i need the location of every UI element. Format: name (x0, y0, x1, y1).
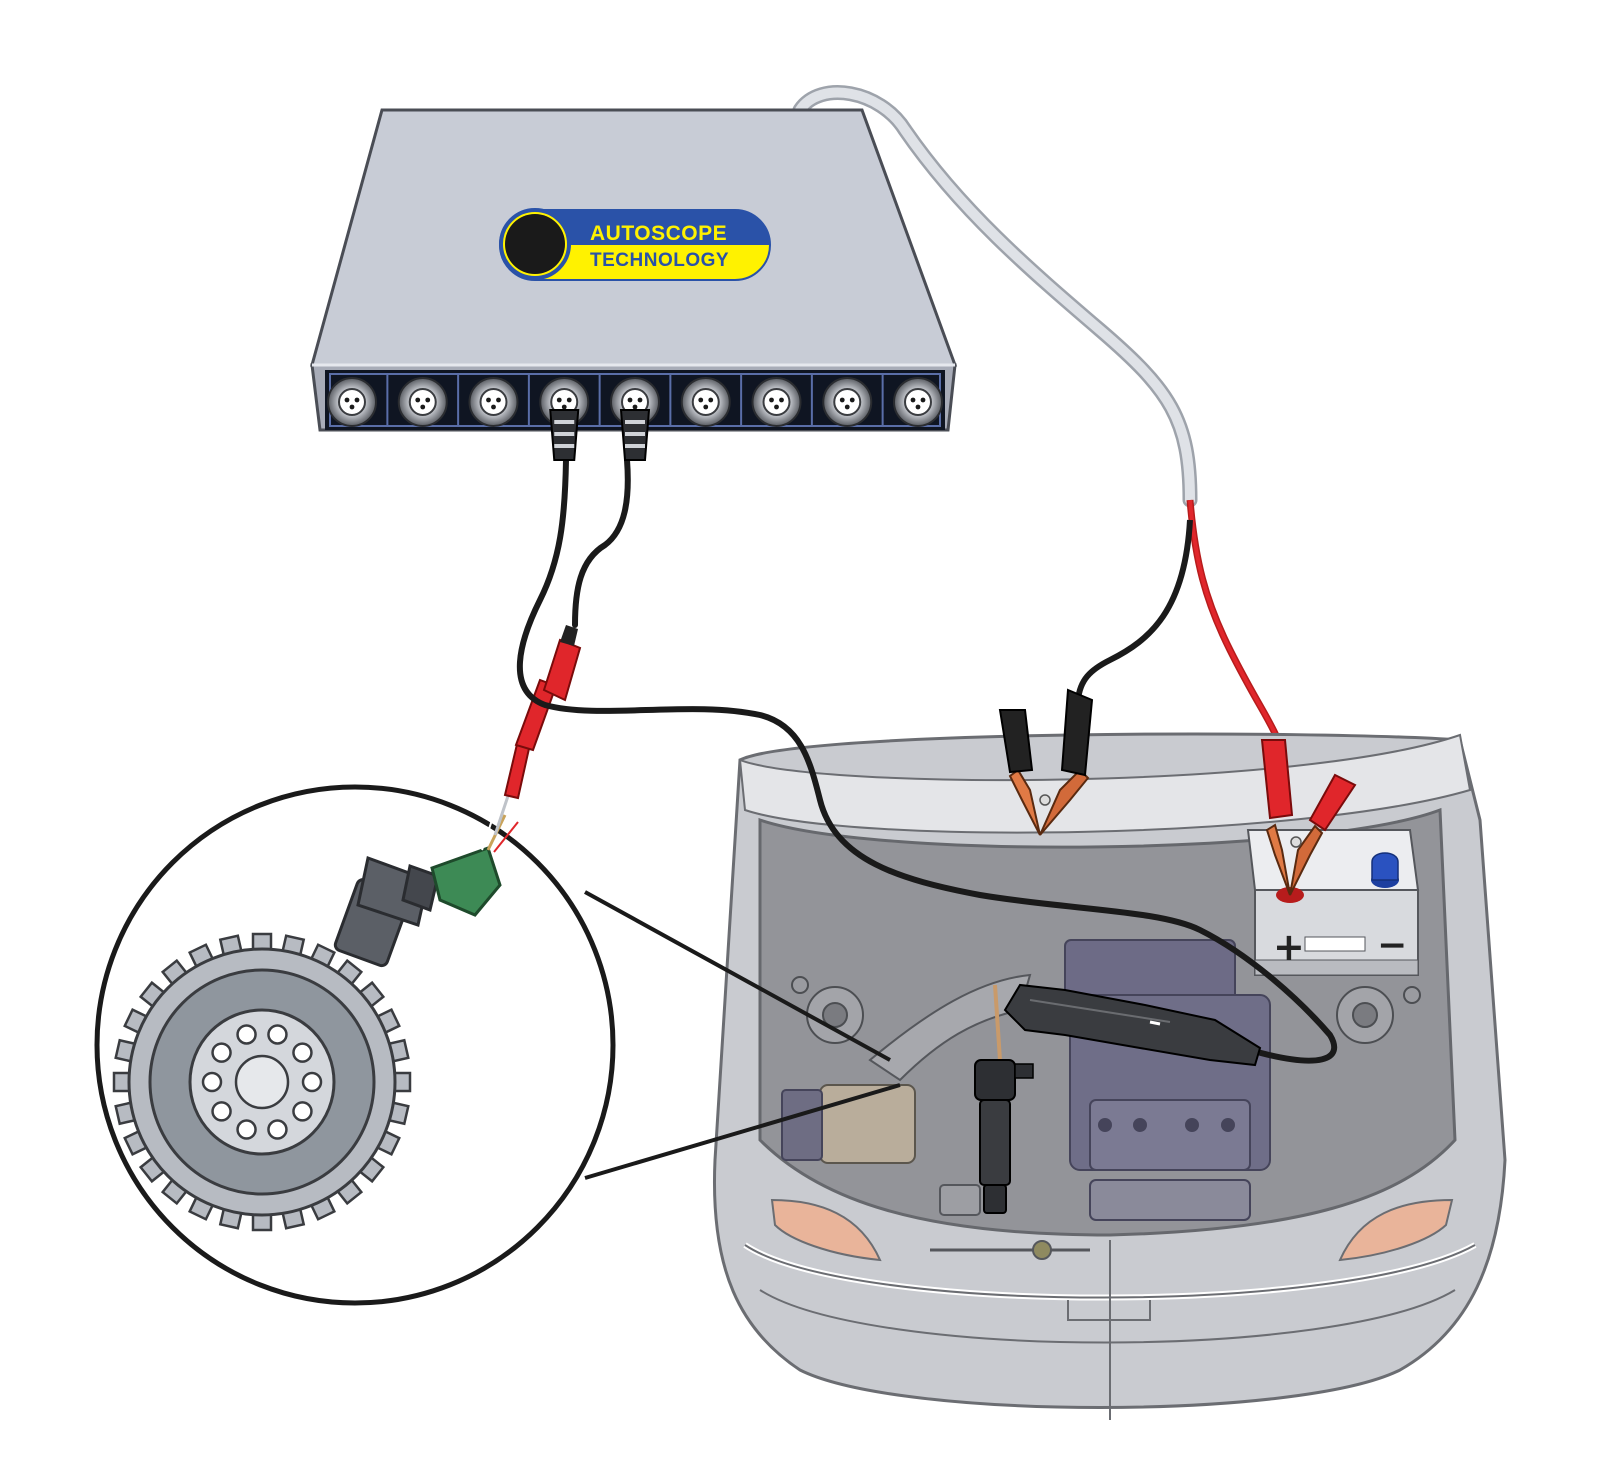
input-port-5[interactable] (610, 377, 660, 461)
brand-line-2: TECHNOLOGY (590, 250, 729, 271)
input-port-7[interactable] (751, 377, 802, 427)
channel-lead-1 (517, 457, 1338, 1064)
brand-line-1: AUTOSCOPE (590, 222, 727, 245)
input-port-3[interactable] (468, 377, 519, 427)
crankshaft-sensor-icon (333, 814, 519, 968)
black-battery-lead (1075, 519, 1193, 701)
red-alligator-clip (1260, 739, 1357, 896)
black-alligator-clip (998, 688, 1094, 836)
input-port-2[interactable] (397, 377, 448, 427)
ignition-pickup-probe (1003, 983, 1262, 1067)
brand-logo: AUTOSCOPE TECHNOLOGY (499, 208, 771, 281)
input-port-1[interactable] (327, 377, 377, 427)
red-battery-lead (1186, 499, 1282, 742)
battery-minus-label: − (1377, 925, 1407, 966)
input-port-row (327, 375, 943, 461)
left-headlight (770, 1198, 882, 1262)
battery-plus-label: + (1273, 925, 1305, 969)
right-headlight (1338, 1198, 1454, 1262)
input-port-4[interactable] (539, 377, 590, 461)
input-port-6[interactable] (680, 377, 731, 427)
ignition-coil-icon (974, 984, 1034, 1214)
input-port-8[interactable] (822, 377, 873, 427)
probe-icon (493, 625, 582, 836)
tone-wheel-icon (112, 932, 412, 1232)
input-port-9[interactable] (893, 377, 943, 427)
channel-lead-2 (572, 457, 631, 628)
